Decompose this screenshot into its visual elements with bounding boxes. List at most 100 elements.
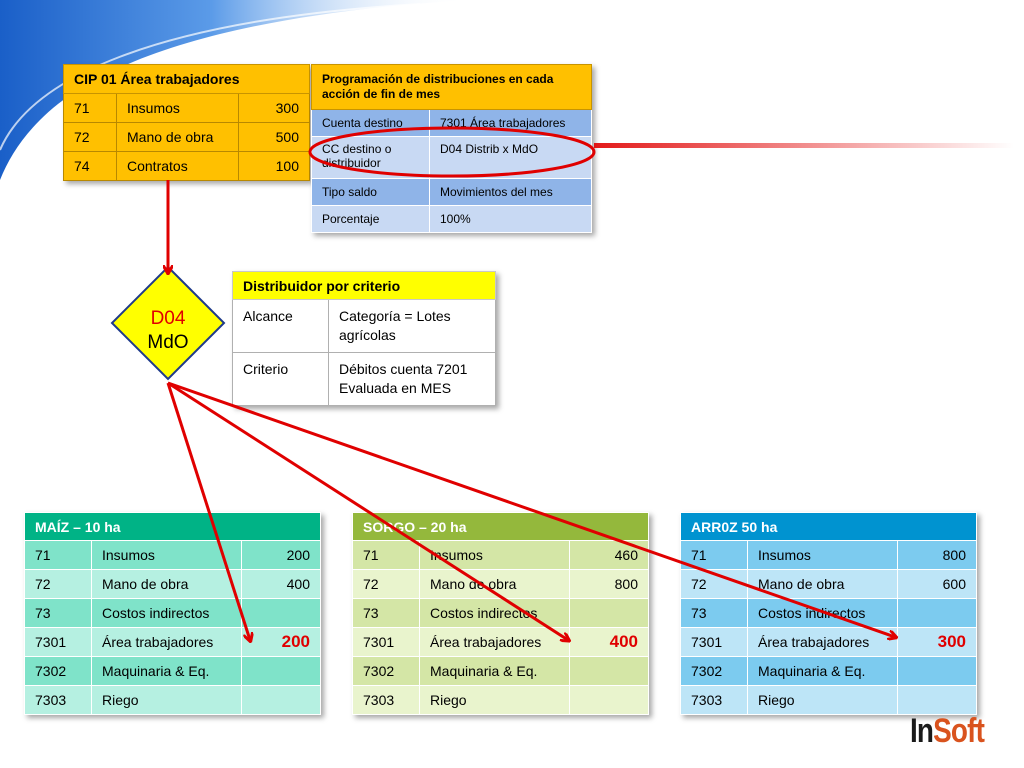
cip-table: CIP 01 Área trabajadores 71 Insumos 300 …	[63, 64, 310, 181]
table-row: 73 Costos indirectos	[352, 598, 649, 628]
maiz-value	[241, 598, 321, 628]
maiz-value	[241, 656, 321, 686]
cip-value: 500	[238, 122, 310, 152]
sorgo-title: SORGO – 20 ha	[352, 512, 649, 541]
table-row: 71 Insumos 200	[24, 540, 321, 570]
maiz-code: 71	[24, 540, 92, 570]
table-row: 72 Mano de obra 800	[352, 569, 649, 599]
table-row: 7303 Riego	[24, 685, 321, 715]
cip-title: CIP 01 Área trabajadores	[63, 64, 310, 94]
maiz-name: Insumos	[91, 540, 242, 570]
table-row: Tipo saldo Movimientos del mes	[311, 178, 592, 206]
table-row: 72 Mano de obra 400	[24, 569, 321, 599]
table-row: CC destino o distribuidor D04 Distrib x …	[311, 136, 592, 179]
programacion-table: Programación de distribuciones en cada a…	[311, 64, 592, 233]
programacion-value: 100%	[429, 205, 592, 233]
programacion-value: Movimientos del mes	[429, 178, 592, 206]
diamond-label: D04 MdO	[110, 307, 226, 355]
arroz-value: 600	[897, 569, 977, 599]
logo-in: In	[910, 712, 934, 750]
maiz-title: MAÍZ – 10 ha	[24, 512, 321, 541]
sorgo-name: Mano de obra	[419, 569, 570, 599]
sorgo-name: Insumos	[419, 540, 570, 570]
arroz-code: 71	[680, 540, 748, 570]
arroz-value	[897, 685, 977, 715]
sorgo-value: 800	[569, 569, 649, 599]
sorgo-code: 71	[352, 540, 420, 570]
arroz-table: ARR0Z 50 ha 71 Insumos 800 72 Mano de ob…	[680, 512, 977, 715]
table-row: 7302 Maquinaria & Eq.	[680, 656, 977, 686]
sorgo-distributed-value: 400	[569, 627, 649, 657]
diamond-code: D04	[150, 308, 186, 329]
distribuidor-label: Alcance	[232, 299, 329, 353]
maiz-name: Mano de obra	[91, 569, 242, 599]
programacion-title: Programación de distribuciones en cada a…	[311, 64, 592, 110]
programacion-value: D04 Distrib x MdO	[429, 136, 592, 179]
sorgo-value: 460	[569, 540, 649, 570]
sorgo-code: 72	[352, 569, 420, 599]
sorgo-name: Riego	[419, 685, 570, 715]
maiz-distributed-value: 200	[241, 627, 321, 657]
programacion-label: Tipo saldo	[311, 178, 430, 206]
cip-code: 72	[63, 122, 117, 152]
cip-name: Contratos	[116, 151, 239, 181]
sorgo-code: 7301	[352, 627, 420, 657]
table-row: 71 Insumos 460	[352, 540, 649, 570]
arroz-value: 800	[897, 540, 977, 570]
maiz-code: 73	[24, 598, 92, 628]
maiz-table: MAÍZ – 10 ha 71 Insumos 200 72 Mano de o…	[24, 512, 321, 715]
table-row: Porcentaje 100%	[311, 205, 592, 233]
maiz-name: Costos indirectos	[91, 598, 242, 628]
table-row: 7302 Maquinaria & Eq.	[24, 656, 321, 686]
table-row: 72 Mano de obra 500	[63, 122, 310, 152]
logo-soft: Soft	[933, 712, 985, 750]
arroz-distributed-value: 300	[897, 627, 977, 657]
sorgo-name: Maquinaria & Eq.	[419, 656, 570, 686]
distribuidor-title: Distribuidor por criterio	[232, 271, 496, 300]
arroz-value	[897, 656, 977, 686]
sorgo-value	[569, 656, 649, 686]
table-row: 7302 Maquinaria & Eq.	[352, 656, 649, 686]
sorgo-name: Costos indirectos	[419, 598, 570, 628]
maiz-value: 200	[241, 540, 321, 570]
maiz-value: 400	[241, 569, 321, 599]
arroz-code: 7302	[680, 656, 748, 686]
arroz-name: Riego	[747, 685, 898, 715]
maiz-code: 7302	[24, 656, 92, 686]
maiz-code: 7303	[24, 685, 92, 715]
sorgo-table: SORGO – 20 ha 71 Insumos 460 72 Mano de …	[352, 512, 649, 715]
cip-code: 74	[63, 151, 117, 181]
maiz-code: 7301	[24, 627, 92, 657]
distribuidor-table: Distribuidor por criterio Alcance Catego…	[232, 271, 496, 406]
table-row: 7301 Área trabajadores 400	[352, 627, 649, 657]
distribuidor-diamond	[110, 265, 226, 381]
distribuidor-value: Categoría = Lotes agrícolas	[328, 299, 496, 353]
maiz-name: Área trabajadores	[91, 627, 242, 657]
table-row: 71 Insumos 800	[680, 540, 977, 570]
sorgo-code: 73	[352, 598, 420, 628]
arroz-value	[897, 598, 977, 628]
programacion-label: CC destino o distribuidor	[311, 136, 430, 179]
arroz-name: Área trabajadores	[747, 627, 898, 657]
sorgo-value	[569, 598, 649, 628]
table-row: 7301 Área trabajadores 200	[24, 627, 321, 657]
cip-code: 71	[63, 93, 117, 123]
table-row: 71 Insumos 300	[63, 93, 310, 123]
table-row: 72 Mano de obra 600	[680, 569, 977, 599]
table-row: 73 Costos indirectos	[680, 598, 977, 628]
distribuidor-value: Débitos cuenta 7201 Evaluada en MES	[328, 352, 496, 406]
sorgo-code: 7303	[352, 685, 420, 715]
programacion-value: 7301 Área trabajadores	[429, 109, 592, 137]
arroz-code: 7303	[680, 685, 748, 715]
cip-name: Insumos	[116, 93, 239, 123]
table-row: Alcance Categoría = Lotes agrícolas	[232, 299, 496, 353]
maiz-name: Riego	[91, 685, 242, 715]
sorgo-name: Área trabajadores	[419, 627, 570, 657]
cip-value: 100	[238, 151, 310, 181]
sorgo-code: 7302	[352, 656, 420, 686]
maiz-value	[241, 685, 321, 715]
insoft-logo: InSoft	[910, 712, 985, 751]
cip-value: 300	[238, 93, 310, 123]
arroz-name: Mano de obra	[747, 569, 898, 599]
arroz-code: 7301	[680, 627, 748, 657]
